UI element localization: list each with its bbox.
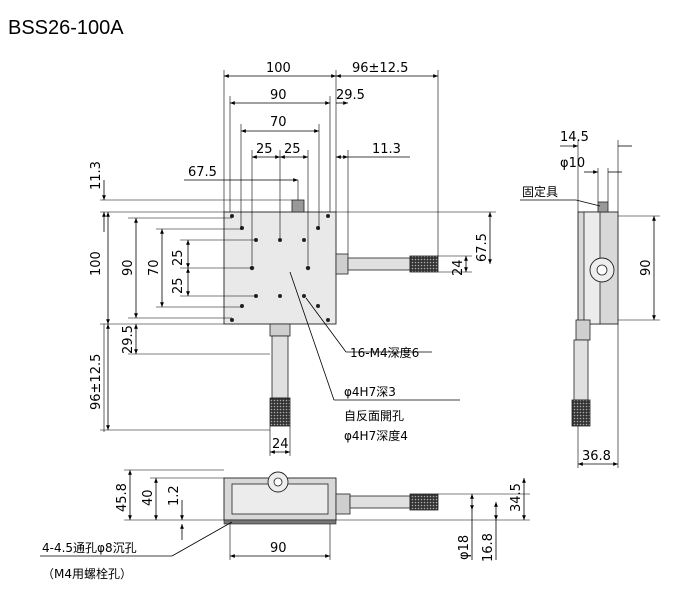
side-dim-phi10: φ10 xyxy=(560,156,585,171)
side-dim-36-8: 36.8 xyxy=(582,449,611,464)
micrometer-bottom xyxy=(271,335,289,399)
front-dim-45-8: 45.8 xyxy=(115,483,130,512)
micrometer-right-knob xyxy=(409,255,439,273)
side-fixture-label: 固定具 xyxy=(522,184,558,199)
dim-24-bottom: 24 xyxy=(272,437,289,452)
front-mount-note-2: （M4用螺栓孔） xyxy=(42,566,132,581)
note-back-2: φ4H7深度4 xyxy=(344,428,408,443)
front-dim-40: 40 xyxy=(141,489,156,506)
front-view: 45.8 40 1.2 90 34.5 φ18 16.8 4-4.5通孔φ8沉孔… xyxy=(40,469,530,581)
dim-70-left: 70 xyxy=(147,259,162,276)
micrometer-right xyxy=(347,257,411,271)
front-dim-1-2: 1.2 xyxy=(167,485,182,506)
drawing-title: BSS26-100A xyxy=(8,17,124,39)
dim-11-3-top: 11.3 xyxy=(372,142,401,157)
dim-25-right: 25 xyxy=(284,142,301,157)
side-view: 14.5 φ10 固定具 90 36.8 xyxy=(520,130,660,468)
dim-24-right: 24 xyxy=(451,259,466,276)
dim-90-left: 90 xyxy=(121,259,136,276)
dim-90: 90 xyxy=(270,88,287,103)
dim-29-5-top: 29.5 xyxy=(336,88,365,103)
front-mount-note-1: 4-4.5通孔φ8沉孔 xyxy=(42,541,137,555)
dim-25-left: 25 xyxy=(256,142,273,157)
front-dim-phi18: φ18 xyxy=(457,535,472,560)
front-dim-90: 90 xyxy=(270,541,287,556)
side-dim-90: 90 xyxy=(639,259,654,276)
dim-67-5-right: 67.5 xyxy=(475,233,490,262)
note-dowel: φ4H7深3 xyxy=(344,385,396,399)
dim-96-top: 96±12.5 xyxy=(352,61,408,76)
top-view: 100 90 70 25 25 67.5 96±12.5 29.5 11.3 xyxy=(89,61,496,456)
lock-screw xyxy=(291,199,305,213)
micrometer-bottom-knob xyxy=(269,397,291,427)
side-dim-14-5: 14.5 xyxy=(560,130,589,145)
dim-29-5-left: 29.5 xyxy=(121,325,136,354)
dim-100-left: 100 xyxy=(89,251,104,276)
dim-25-upper-left: 25 xyxy=(171,249,186,266)
dim-100: 100 xyxy=(266,61,291,76)
dim-96-left: 96±12.5 xyxy=(89,354,104,410)
note-back-1: 自反面開孔 xyxy=(344,409,404,423)
dim-67-5: 67.5 xyxy=(188,165,217,180)
dim-11-3-left: 11.3 xyxy=(89,161,104,190)
note-holes: 16-M4深度6 xyxy=(350,345,419,360)
dim-25-lower-left: 25 xyxy=(171,277,186,294)
dim-70: 70 xyxy=(270,115,287,130)
front-dim-34-5: 34.5 xyxy=(509,483,524,512)
front-dim-16-8: 16.8 xyxy=(481,533,496,562)
